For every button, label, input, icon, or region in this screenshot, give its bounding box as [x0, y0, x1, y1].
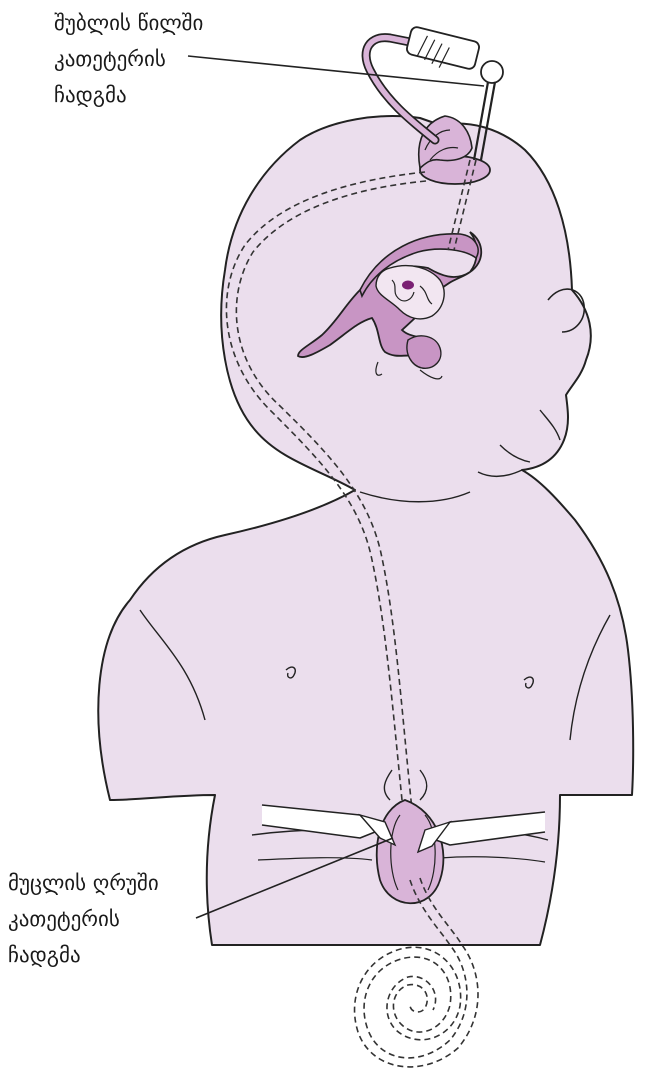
frontal-lobe-catheter-label: შუბლის წილში კათეტერის ჩადგმა — [54, 5, 203, 113]
label-bottom-line2: კათეტერის — [8, 901, 159, 937]
label-bottom-line1: მუცლის ღრუში — [8, 865, 159, 901]
label-top-line3: ჩადგმა — [54, 77, 203, 113]
insertion-tool-handle — [406, 26, 481, 70]
abdominal-catheter-label: მუცლის ღრუში კათეტერის ჩადგმა — [8, 865, 159, 973]
label-top-line1: შუბლის წილში — [54, 5, 203, 41]
label-bottom-line3: ჩადგმა — [8, 937, 159, 973]
ventricle-dot — [402, 281, 414, 290]
insertion-tool-knob — [481, 61, 503, 83]
label-top-line2: კათეტერის — [54, 41, 203, 77]
